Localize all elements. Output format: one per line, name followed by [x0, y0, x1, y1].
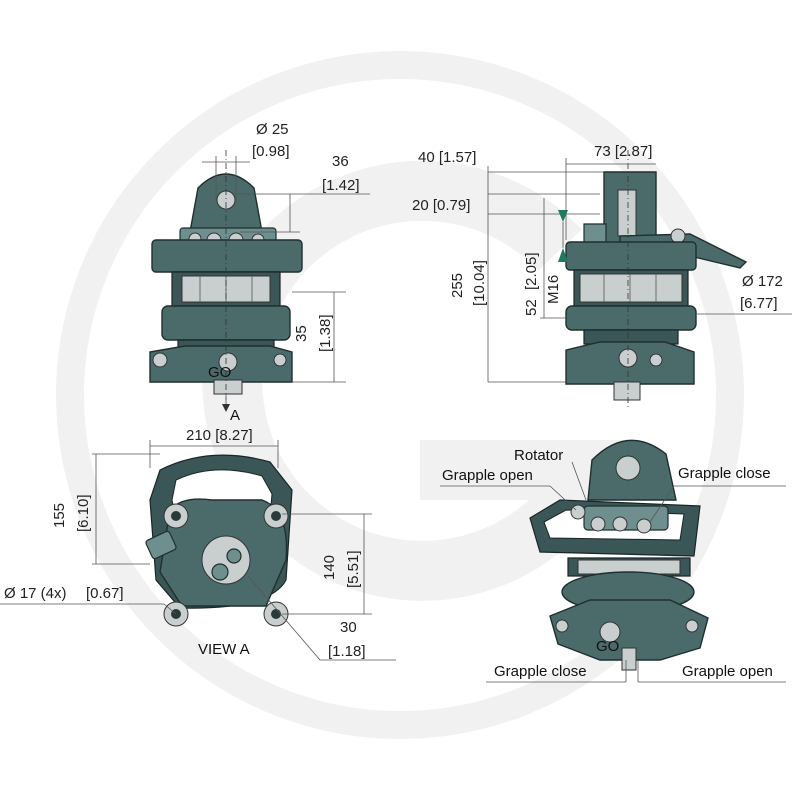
isometric-view: Rotator Grapple open Grapple close Grapp…: [440, 439, 786, 683]
watermark-logo: [56, 51, 744, 739]
dim-h255: 255: [449, 273, 466, 298]
dim-d25: Ø 25: [256, 121, 289, 138]
dim-h35-in: [1.38]: [317, 314, 334, 352]
callout-grapple-open-bottom: Grapple open: [682, 663, 773, 680]
dim-h36: 36: [332, 153, 349, 170]
dim-h155: 155: [51, 503, 68, 528]
dim-h36-in: [1.42]: [322, 177, 360, 194]
dim-thread: M16: [545, 275, 562, 304]
dim-d25-in: [0.98]: [252, 143, 290, 160]
callout-grapple-close-bottom: Grapple close: [494, 663, 587, 680]
dim-w40: 40 [1.57]: [418, 149, 476, 166]
dim-h35: 35: [293, 325, 310, 342]
callout-rotator: Rotator: [514, 447, 563, 464]
dim-h52: 52: [523, 299, 540, 316]
dim-h52-in: [2.05]: [523, 252, 540, 290]
callout-grapple-open-top: Grapple open: [442, 467, 533, 484]
view-a-title: VIEW A: [198, 641, 250, 658]
dim-w210: 210 [8.27]: [186, 427, 253, 444]
dim-h255-in: [10.04]: [471, 260, 488, 306]
front-view: Ø 25 [0.98] 36 [1.42] 35 [1.38] GO A: [149, 121, 370, 424]
callout-grapple-close-top: Grapple close: [678, 465, 771, 482]
dim-h140: 140: [321, 555, 338, 580]
dim-offset30-in: [1.18]: [328, 643, 366, 660]
dim-holes: Ø 17 (4x): [4, 585, 67, 602]
dim-d172: Ø 172: [742, 273, 783, 290]
dim-w73: 73 [2.87]: [594, 143, 652, 160]
view-a: 210 [8.27] 155 [6.10] 140 [5.51] Ø 17 (4…: [0, 427, 396, 661]
dim-holes-in: [0.67]: [86, 585, 124, 602]
view-arrow-label: A: [230, 407, 240, 424]
dim-h155-in: [6.10]: [75, 494, 92, 532]
side-view: 40 [1.57] 73 [2.87] 20 [0.79] 255 [10.04…: [412, 143, 792, 410]
go-label-front: GO: [208, 364, 231, 381]
dim-h140-in: [5.51]: [345, 550, 362, 588]
dim-offset30: 30: [340, 619, 357, 636]
dim-w20: 20 [0.79]: [412, 197, 470, 214]
callout-go: GO: [596, 638, 619, 655]
dim-d172-in: [6.77]: [740, 295, 778, 312]
